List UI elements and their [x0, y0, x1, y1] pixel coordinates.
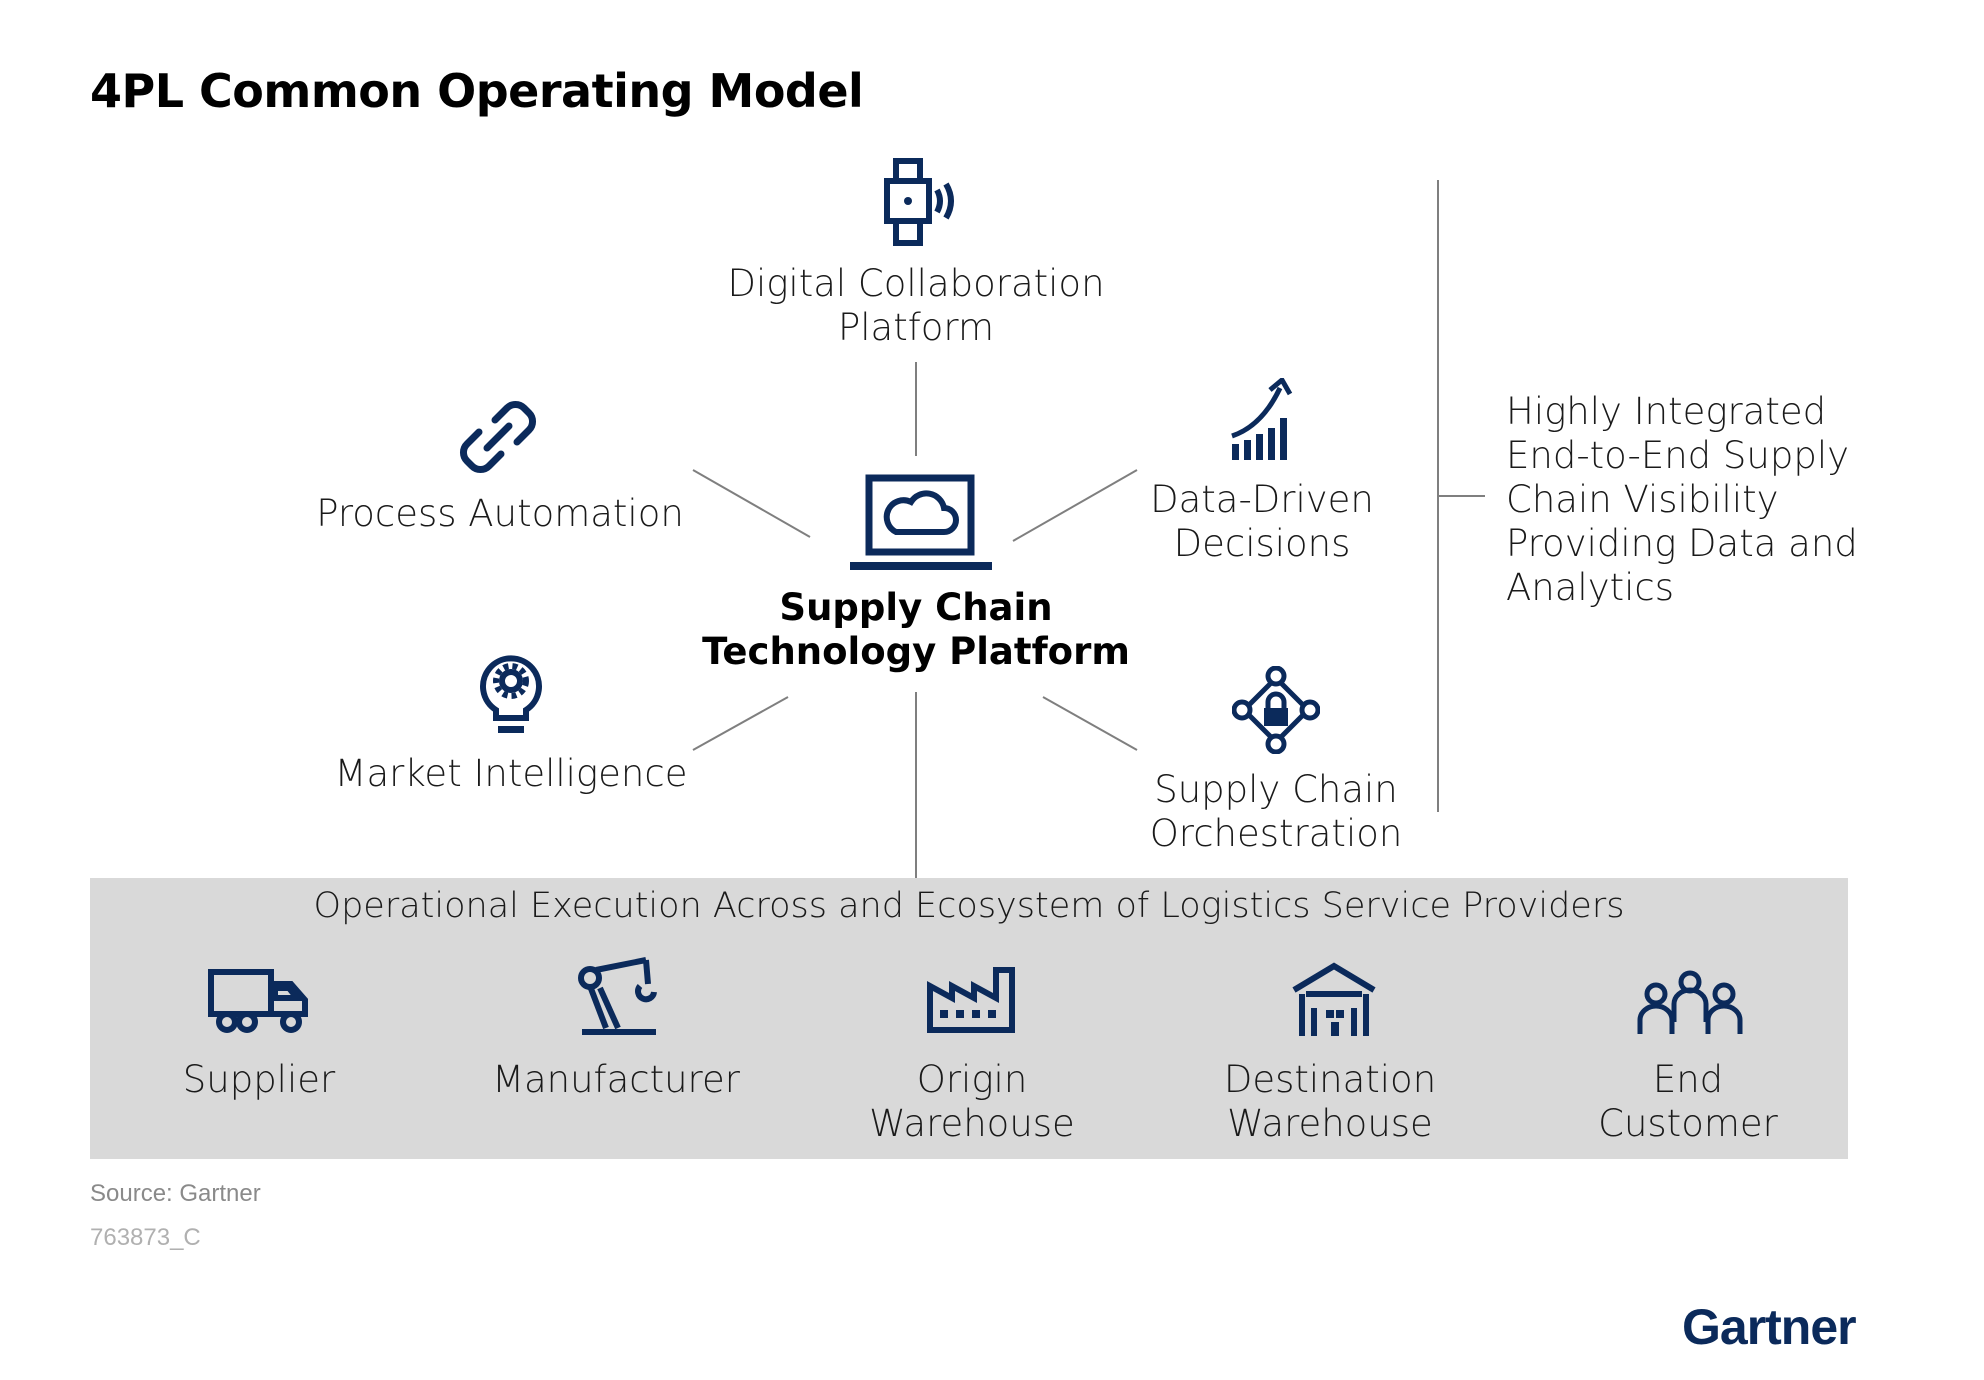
node-data-driven-decisions: Data-Driven Decisions	[1112, 478, 1412, 566]
provider-line1: Destination	[1223, 1058, 1437, 1101]
provider-supplier: Supplier	[109, 1058, 409, 1102]
provider-end-customer: End Customer	[1538, 1058, 1838, 1146]
node-market-intelligence: Market Intelligence	[311, 752, 711, 796]
growth-chart-icon	[1231, 378, 1293, 460]
provider-line2: Customer	[1598, 1102, 1778, 1145]
network-lock-icon	[1232, 666, 1320, 754]
line-to-process	[692, 469, 811, 538]
node-orch-line2: Orchestration	[1149, 812, 1403, 855]
provider-line1: End	[1652, 1058, 1724, 1101]
provider-destination-warehouse: Destination Warehouse	[1180, 1058, 1480, 1146]
robot-arm-icon	[578, 957, 657, 1035]
operational-execution-band	[90, 878, 1848, 1159]
page-title: 4PL Common Operating Model	[90, 64, 864, 118]
link-icon	[460, 401, 536, 473]
provider-line1: Origin	[916, 1058, 1028, 1101]
side-line: Analytics	[1506, 566, 1675, 609]
smartwatch-icon	[884, 158, 954, 246]
node-digital-line2: Platform	[837, 306, 995, 349]
node-digital-line1: Digital Collaboration	[727, 262, 1105, 305]
warehouse-icon	[1292, 962, 1376, 1036]
node-digital-collaboration: Digital Collaboration Platform	[716, 262, 1116, 350]
people-icon	[1637, 970, 1743, 1034]
side-line: End-to-End Supply	[1506, 434, 1850, 477]
laptop-cloud-icon	[850, 474, 992, 570]
node-supply-chain-orchestration: Supply Chain Orchestration	[1126, 768, 1426, 856]
band-title: Operational Execution Across and Ecosyst…	[313, 886, 1625, 926]
gartner-logo: Gartner	[1682, 1299, 1857, 1355]
provider-manufacturer: Manufacturer	[466, 1058, 766, 1102]
figure-code: 763873_C	[90, 1224, 201, 1251]
provider-line1: Supplier	[182, 1058, 336, 1101]
provider-origin-warehouse: Origin Warehouse	[822, 1058, 1122, 1146]
side-line: Providing Data and	[1506, 522, 1858, 565]
node-market-line1: Market Intelligence	[334, 752, 688, 795]
center-line2: Technology Platform	[702, 630, 1130, 673]
truck-icon	[208, 969, 308, 1033]
node-process-line1: Process Automation	[316, 492, 684, 535]
side-line: Highly Integrated	[1506, 390, 1827, 433]
center-platform-label: Supply Chain Technology Platform	[666, 586, 1166, 674]
line-to-orchestration	[1042, 696, 1138, 751]
node-data-line2: Decisions	[1173, 522, 1351, 565]
line-to-data	[1012, 469, 1138, 542]
provider-line2: Warehouse	[869, 1102, 1075, 1145]
factory-icon	[927, 967, 1015, 1033]
provider-line1: Manufacturer	[492, 1058, 740, 1101]
center-line1: Supply Chain	[779, 586, 1053, 629]
line-to-market	[692, 696, 789, 751]
side-line: Chain Visibility	[1506, 478, 1779, 521]
side-visibility-label: Highly Integrated End-to-End Supply Chai…	[1506, 390, 1886, 610]
node-data-line1: Data-Driven	[1150, 478, 1374, 521]
provider-line2: Warehouse	[1227, 1102, 1433, 1145]
node-orch-line1: Supply Chain	[1154, 768, 1398, 811]
source-note: Source: Gartner	[90, 1180, 261, 1207]
node-process-automation: Process Automation	[300, 492, 700, 536]
lightbulb-gear-icon	[480, 655, 542, 733]
